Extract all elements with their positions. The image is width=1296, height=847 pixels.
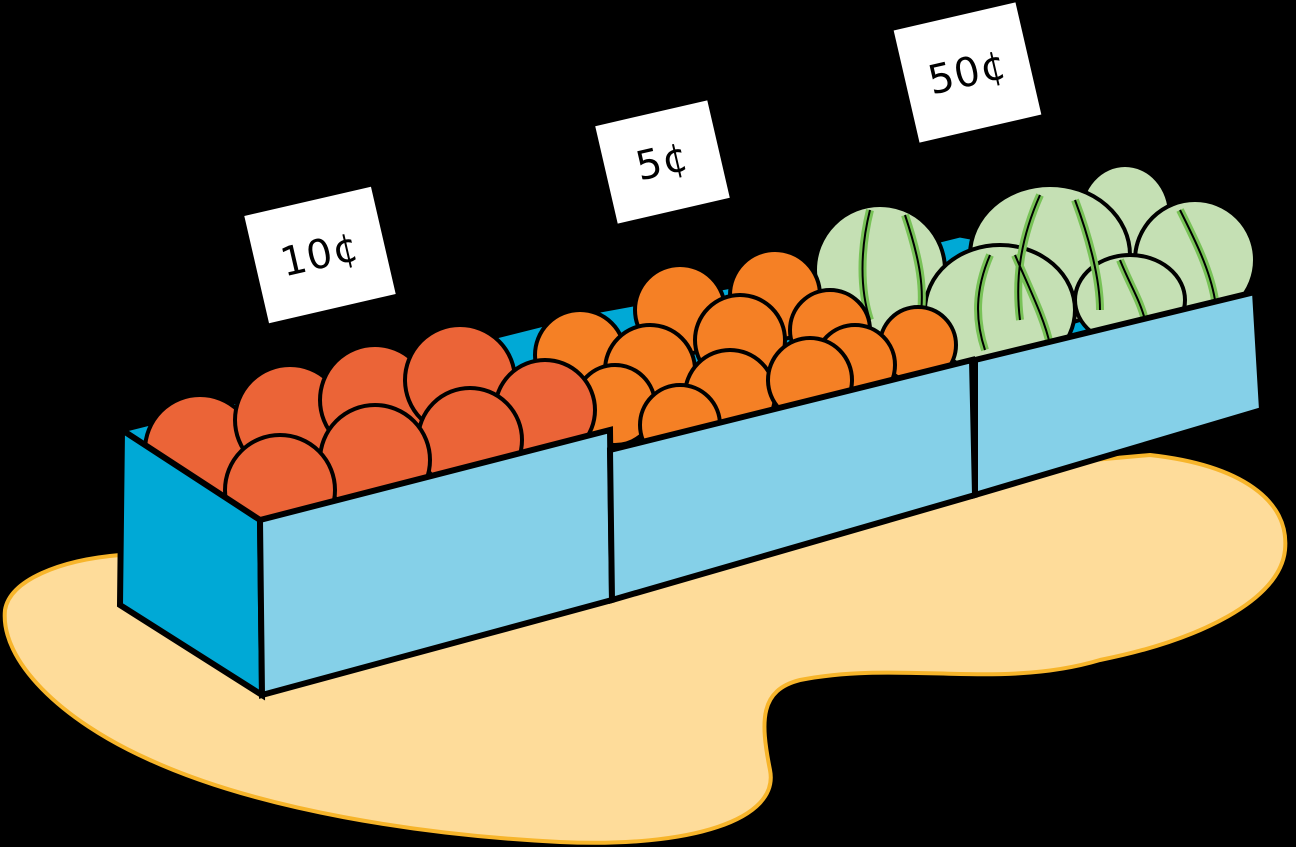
melon-crate-front: [972, 288, 1266, 500]
